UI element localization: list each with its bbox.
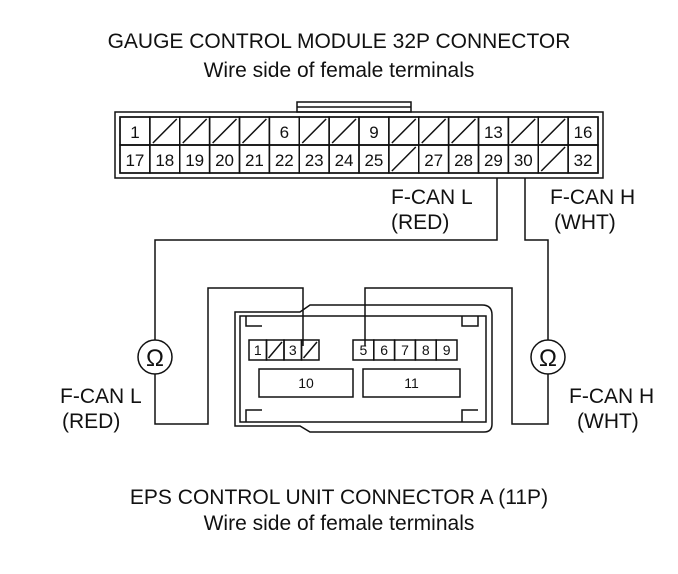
terminal-label: 28 <box>454 151 473 170</box>
ohmmeter-left: Ω <box>137 339 173 375</box>
terminal-label: 9 <box>443 342 451 358</box>
terminal-label: 21 <box>245 151 264 170</box>
top-connector-title: GAUGE CONTROL MODULE 32P CONNECTOR <box>107 30 571 53</box>
terminal-label: 20 <box>215 151 234 170</box>
terminal-label: 6 <box>280 123 289 142</box>
label-can-h-top-color: (WHT) <box>554 211 616 234</box>
bottom-connector-subtitle: Wire side of female terminals <box>203 512 475 535</box>
terminal-label: 24 <box>335 151 354 170</box>
bottom-connector-body <box>234 304 493 433</box>
terminal-label: 29 <box>484 151 503 170</box>
terminal-cell <box>435 339 458 361</box>
empty-terminal-slash <box>212 118 238 144</box>
bottom-corner-mark <box>245 316 262 327</box>
top-connector-subtitle: Wire side of female terminals <box>203 59 475 82</box>
empty-terminal-slash <box>540 146 566 172</box>
terminal-label: 1 <box>130 123 139 142</box>
terminal-label: 13 <box>484 123 503 142</box>
terminal-label: 22 <box>275 151 294 170</box>
terminal-label: 1 <box>254 342 262 358</box>
label-can-l-top: F-CAN L <box>391 186 473 209</box>
empty-terminal-slash <box>241 118 267 144</box>
terminal-label: 19 <box>185 151 204 170</box>
bottom-connector <box>234 304 493 433</box>
terminal-label: 25 <box>364 151 383 170</box>
bottom-connector-inner <box>239 315 487 423</box>
terminal-label: 6 <box>380 342 388 358</box>
terminal-label: 30 <box>514 151 533 170</box>
wires <box>154 178 549 425</box>
terminal-label: 27 <box>424 151 443 170</box>
label-can-l-top-color: (RED) <box>391 211 450 234</box>
bottom-corner-mark <box>461 409 478 422</box>
ohm-icon: Ω <box>539 345 557 372</box>
large-terminal-cell <box>362 368 461 398</box>
bottom-corner-mark <box>461 316 479 327</box>
large-terminal-cell <box>258 368 354 398</box>
terminal-label: 8 <box>422 342 430 358</box>
bottom-connector-title: EPS CONTROL UNIT CONNECTOR A (11P) <box>129 486 549 509</box>
ohmmeter-right: Ω <box>530 339 566 375</box>
terminal-cell <box>300 339 320 361</box>
large-terminal-label: 10 <box>298 375 314 391</box>
empty-terminal-slash <box>510 118 536 144</box>
label-can-l-bottom-color: (RED) <box>62 410 121 433</box>
empty-terminal-slash <box>391 146 417 172</box>
wire-can-h-bottom <box>364 287 549 425</box>
empty-terminal-slash <box>152 118 178 144</box>
empty-terminal-slash <box>391 118 417 144</box>
terminal-label: 16 <box>574 123 593 142</box>
empty-terminal-slash <box>540 118 566 144</box>
ohmmeter-right-circle <box>530 339 566 375</box>
empty-terminal-slash <box>421 118 447 144</box>
terminal-label: 17 <box>125 151 144 170</box>
large-terminal-label: 11 <box>404 375 419 391</box>
terminal-label: 32 <box>574 151 593 170</box>
bottom-corner-mark <box>245 409 262 422</box>
label-can-h-top: F-CAN H <box>550 186 636 209</box>
wire-can-l-bottom <box>154 287 304 425</box>
label-can-h-bottom-color: (WHT) <box>577 410 639 433</box>
wire-can-l-top <box>154 178 498 340</box>
terminal-label: 9 <box>369 123 378 142</box>
ohmmeter-left-circle <box>137 339 173 375</box>
terminal-label: 5 <box>360 342 368 358</box>
wire-can-h-top <box>524 178 549 340</box>
terminal-label: 23 <box>305 151 324 170</box>
terminal-label: 3 <box>289 342 297 358</box>
empty-terminal-slash <box>331 118 357 144</box>
empty-terminal-slash <box>302 341 318 359</box>
ohm-icon: Ω <box>146 345 164 372</box>
empty-terminal-slash <box>451 118 477 144</box>
empty-terminal-slash <box>301 118 327 144</box>
label-can-l-bottom: F-CAN L <box>60 385 142 408</box>
terminal-label: 18 <box>155 151 174 170</box>
empty-terminal-slash <box>267 341 283 359</box>
empty-terminal-slash <box>182 118 208 144</box>
label-can-h-bottom: F-CAN H <box>569 385 655 408</box>
terminal-label: 7 <box>401 342 409 358</box>
